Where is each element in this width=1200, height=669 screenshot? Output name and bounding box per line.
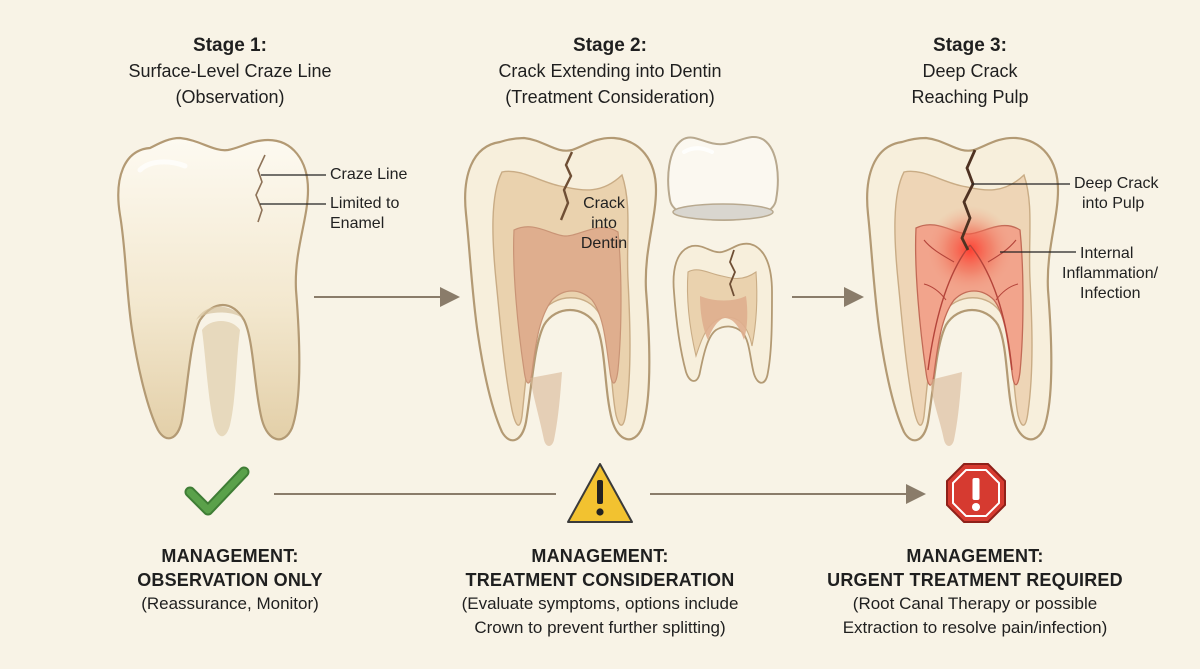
stage-3-tooth xyxy=(866,136,1076,446)
stage-3-management: MANAGEMENT: URGENT TREATMENT REQUIRED (R… xyxy=(800,544,1150,640)
callout-into: into xyxy=(591,215,617,232)
stage-3-management-label: MANAGEMENT: xyxy=(906,546,1044,566)
callout-dentin: Dentin xyxy=(580,235,628,252)
stage-2-title: Stage 2: xyxy=(573,35,647,56)
small-cracked-tooth-illustration xyxy=(672,242,773,384)
stage-2-management-desc-line-1: (Evaluate symptoms, options include xyxy=(461,594,739,613)
stage-1-management-heading: OBSERVATION ONLY xyxy=(137,570,323,590)
stage-3-subtitle-line-1: Deep Crack xyxy=(922,61,1018,81)
callout-internal: Internal xyxy=(1080,245,1134,262)
stage-1-title: Stage 1: xyxy=(193,35,267,56)
stage-2-subtitle-line-2: (Treatment Consideration) xyxy=(505,87,715,107)
stage-1-management-desc-line-1: (Reassurance, Monitor) xyxy=(141,594,319,613)
stage-3-title: Stage 3: xyxy=(933,35,1007,56)
stage-2-header: Stage 2: Crack Extending into Dentin (Tr… xyxy=(460,34,760,110)
stage-2-management: MANAGEMENT: TREATMENT CONSIDERATION (Eva… xyxy=(420,544,780,640)
stage-2-management-label: MANAGEMENT: xyxy=(531,546,669,566)
callout-limited-to: Limited to xyxy=(330,195,400,212)
stage-3-subtitle-line-2: Reaching Pulp xyxy=(911,87,1029,107)
stage-2-management-desc-line-2: Crown to prevent further splitting) xyxy=(474,618,726,637)
callout-craze-line: Craze Line xyxy=(330,166,408,183)
stage-2-management-heading: TREATMENT CONSIDERATION xyxy=(465,570,735,590)
stage-3-management-desc-line-2: Extraction to resolve pain/infection) xyxy=(842,618,1108,637)
callout-enamel: Enamel xyxy=(330,215,385,232)
stage-2-subtitle-line-1: Crack Extending into Dentin xyxy=(498,61,722,81)
stage-1-management-label: MANAGEMENT: xyxy=(161,546,299,566)
callout-into-pulp: into Pulp xyxy=(1082,195,1145,212)
callout-inflammation: Inflammation/ xyxy=(1062,265,1159,282)
crown-cap-illustration xyxy=(667,135,779,222)
stage-3-management-desc-line-1: (Root Canal Therapy or possible xyxy=(852,594,1098,613)
stage-1-header: Stage 1: Surface-Level Craze Line (Obser… xyxy=(100,34,360,110)
callout-infection: Infection xyxy=(1080,285,1141,302)
callout-crack: Crack xyxy=(583,195,625,212)
stage-1-subtitle-line-2: (Observation) xyxy=(175,87,285,107)
stage-1-management: MANAGEMENT: OBSERVATION ONLY (Reassuranc… xyxy=(90,544,370,616)
warning-icon xyxy=(567,463,633,523)
stage-3-header: Stage 3: Deep Crack Reaching Pulp xyxy=(860,34,1080,110)
callout-deep-crack: Deep Crack xyxy=(1074,175,1159,192)
stage-1-tooth xyxy=(117,136,326,441)
stage-1-subtitle-line-1: Surface-Level Craze Line xyxy=(128,61,332,81)
stop-alert-icon xyxy=(946,463,1006,523)
stage-2-tooth xyxy=(464,136,658,446)
stage-3-management-heading: URGENT TREATMENT REQUIRED xyxy=(827,570,1123,590)
check-icon xyxy=(184,466,250,516)
